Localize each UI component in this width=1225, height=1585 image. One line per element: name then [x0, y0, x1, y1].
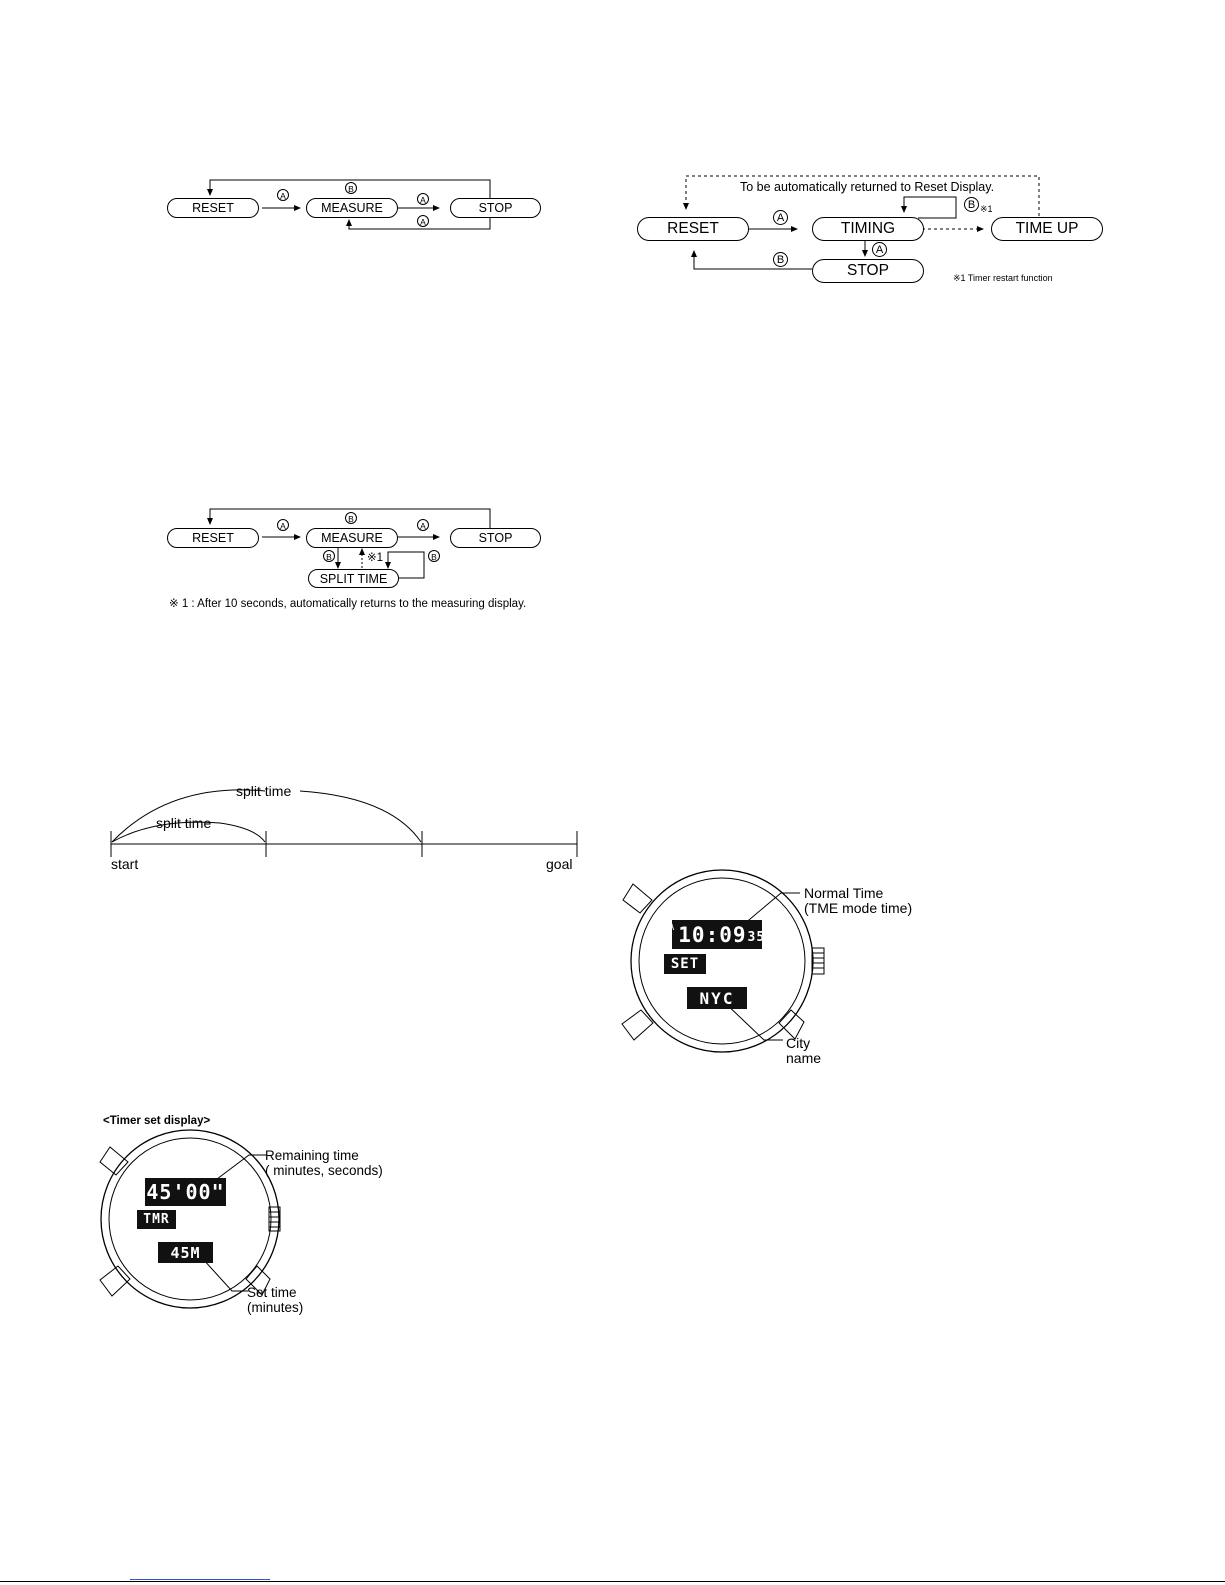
flow2-button-b-label: B: [323, 550, 335, 562]
flow2-button-b-label: B: [428, 550, 440, 562]
bottom-rule: [0, 1581, 1225, 1582]
watch1-leader-city: [721, 999, 783, 1041]
flow3-timeup-state: TIME UP: [991, 217, 1103, 241]
flow3-auto-return-line: [683, 175, 1040, 216]
flow2-button-a-label: A: [417, 519, 429, 531]
flow1-b-return-line: [207, 179, 491, 198]
watch1-lcd-mode: SET: [664, 954, 706, 974]
watch2-leader-remaining: [212, 1154, 266, 1183]
flow3-timing-state: TIMING: [812, 217, 924, 241]
watch2-bezel: [100, 1129, 280, 1309]
watch1-lcd-sec: 35: [747, 930, 766, 945]
flow2-reset-state: RESET: [167, 528, 259, 548]
flow3-stop-state: STOP: [812, 259, 924, 283]
flow2-button-b-label: B: [345, 512, 357, 524]
flow3-b-return-line: [691, 250, 812, 270]
flow2-footnote: ※ 1 : After 10 seconds, automatically re…: [169, 598, 527, 610]
watch1-button-c: [778, 1009, 805, 1040]
watch1-lcd-city: NYC: [687, 987, 747, 1009]
watch1-leader-normal: [742, 892, 800, 926]
watch1-button-b: [621, 1009, 654, 1041]
start-label: start: [111, 856, 139, 872]
flow3-footnote: ※1 Timer restart function: [953, 273, 1053, 283]
watch1-face: [638, 877, 806, 1045]
flow2-button-a-label: A: [277, 519, 289, 531]
watch2-set-time-label: Set time (minutes): [247, 1285, 304, 1315]
short-split-arc: [111, 821, 266, 843]
watch2-remaining-time-label: Remaining time ( minutes, seconds): [265, 1148, 383, 1178]
flow3-button-b-label: B: [773, 252, 788, 267]
flow3-auto-return-label: To be automatically returned to Reset Di…: [740, 180, 995, 194]
flow3-reset-state: RESET: [637, 217, 749, 241]
flow2-measure-state: MEASURE: [306, 528, 398, 548]
watch1-lcd-hhmm: 10:09: [678, 922, 747, 947]
flow1-button-a-label: A: [417, 215, 429, 227]
flow3-button-b-label: B: [964, 197, 979, 212]
watch1-city-name-label: City name: [786, 1035, 822, 1066]
watch1-lcd-prefix: A: [668, 923, 676, 933]
split-time-label-short: split time: [156, 815, 212, 831]
flow2-b-return-line: [207, 508, 491, 528]
goal-label: goal: [546, 856, 573, 872]
split-time-label-long: split time: [236, 783, 292, 799]
flow2-stop-state: STOP: [450, 528, 541, 548]
flow2-split-loop-line: [385, 551, 425, 579]
flow3-button-a-label: A: [773, 210, 788, 225]
flow1-button-b-label: B: [345, 182, 357, 194]
watch2-crown: [268, 1206, 281, 1232]
long-split-arc: [111, 789, 422, 843]
timer-set-display-heading: <Timer set display>: [103, 1115, 211, 1127]
flow2-split-state: SPLIT TIME: [308, 569, 399, 588]
bottom-link-underline: [130, 1579, 270, 1580]
watch1-lcd-time: A 10:09 35: [668, 920, 764, 949]
watch2-button-c: [245, 1265, 271, 1296]
watch2-button-a: [99, 1146, 129, 1176]
flow1-button-a-label: A: [277, 189, 289, 201]
flow1-button-a-label: A: [417, 193, 429, 205]
flow3-restart-loop-line: [901, 196, 957, 219]
flow2-note-mark: ※1: [367, 552, 384, 564]
flow1-stop-state: STOP: [450, 198, 541, 218]
flow1-measure-state: MEASURE: [306, 198, 398, 218]
watch1-crown: [811, 947, 825, 975]
watch1-bezel: [630, 869, 814, 1053]
flow3-restart-mark: ※1: [980, 204, 993, 214]
watch1-normal-time-label: Normal Time (TME mode time): [804, 885, 913, 916]
watch2-lcd-mode: TMR: [137, 1210, 176, 1229]
flow3-button-a-label: A: [872, 242, 887, 257]
watch2-button-b: [99, 1265, 131, 1297]
watch2-face: [108, 1137, 272, 1301]
flow1-a-return-line: [346, 217, 491, 230]
flow1-reset-state: RESET: [167, 198, 259, 218]
watch1-button-a: [622, 883, 653, 914]
watch2-lcd-remaining: 45'00": [145, 1178, 226, 1206]
watch2-lcd-set-time: 45M: [158, 1242, 213, 1263]
